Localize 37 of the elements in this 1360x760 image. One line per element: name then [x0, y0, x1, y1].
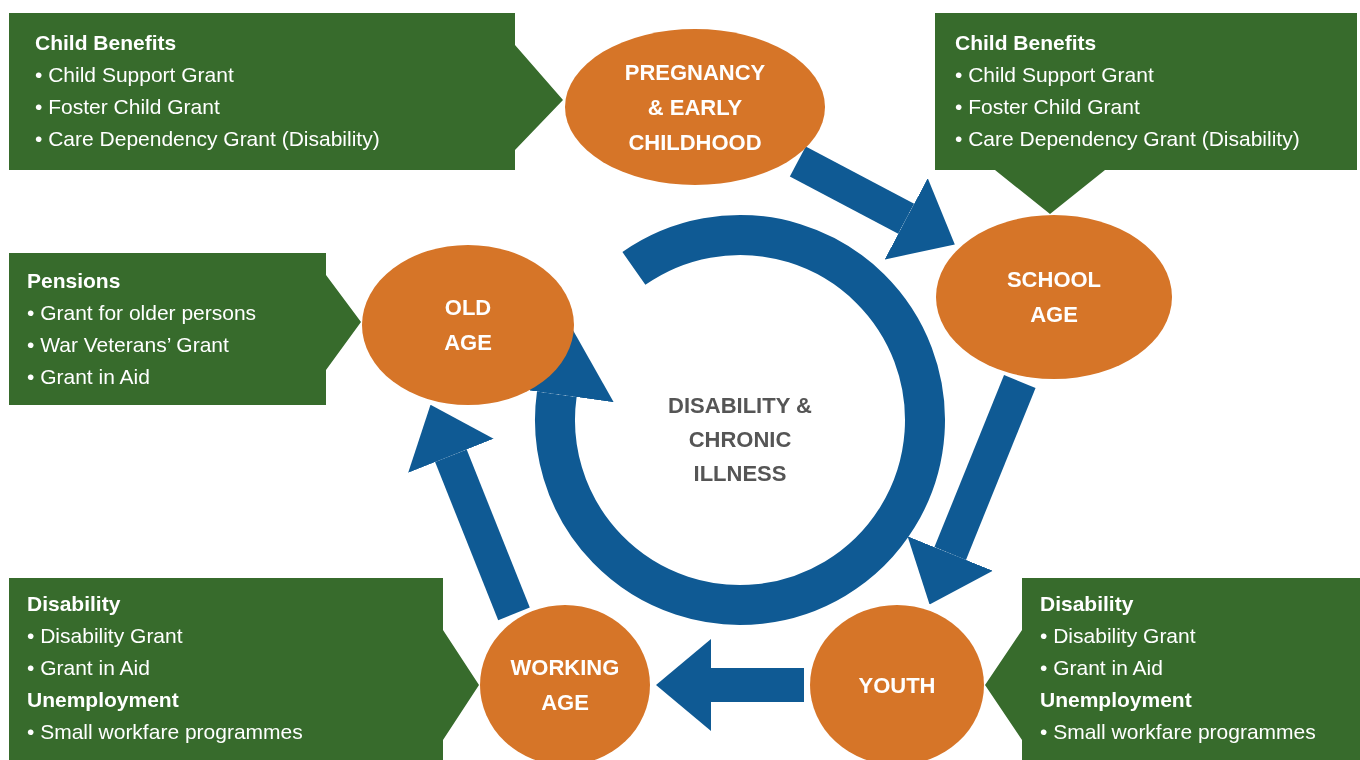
section-heading: Disability: [1040, 591, 1135, 617]
list-item: • Care Dependency Grant (Disability): [35, 126, 380, 152]
list-item: • Foster Child Grant: [955, 94, 1141, 120]
list-item: • Grant for older persons: [27, 300, 257, 326]
section-heading: Unemployment: [27, 687, 180, 713]
section-heading: Pensions: [27, 268, 122, 294]
block-arrow: [656, 639, 804, 731]
list-item: • Foster Child Grant: [35, 94, 221, 120]
callout-box: [9, 253, 361, 405]
stage-label: WORKING AGE: [509, 654, 621, 717]
list-item: • Disability Grant: [1040, 623, 1197, 649]
list-item: • Care Dependency Grant (Disability): [955, 126, 1300, 152]
stage-label: PREGNANCY & EARLY CHILDHOOD: [623, 58, 767, 157]
list-item: • Grant in Aid: [27, 364, 151, 390]
stage-label: OLD AGE: [443, 294, 493, 357]
callout-box: [935, 13, 1357, 214]
section-heading: Child Benefits: [955, 30, 1098, 56]
list-item: • Disability Grant: [27, 623, 184, 649]
section-heading: Disability: [27, 591, 122, 617]
list-item: • Small workfare programmes: [27, 719, 303, 745]
block-arrow: [408, 404, 530, 621]
block-arrow: [907, 375, 1036, 605]
list-item: • Child Support Grant: [35, 62, 235, 88]
list-item: • Grant in Aid: [27, 655, 151, 681]
section-heading: Child Benefits: [35, 30, 178, 56]
list-item: • Small workfare programmes: [1040, 719, 1316, 745]
stage-label: SCHOOL AGE: [1005, 266, 1103, 329]
list-item: • Grant in Aid: [1040, 655, 1164, 681]
block-arrow: [789, 146, 955, 260]
callout-box: [9, 578, 479, 760]
list-item: • War Veterans’ Grant: [27, 332, 230, 358]
center-label: DISABILITY & CHRONIC ILLNESS: [667, 392, 813, 488]
section-heading: Unemployment: [1040, 687, 1193, 713]
list-item: • Child Support Grant: [955, 62, 1155, 88]
callout-box: [985, 578, 1360, 760]
stage-label: YOUTH: [858, 671, 936, 700]
callout-box: [9, 13, 563, 170]
